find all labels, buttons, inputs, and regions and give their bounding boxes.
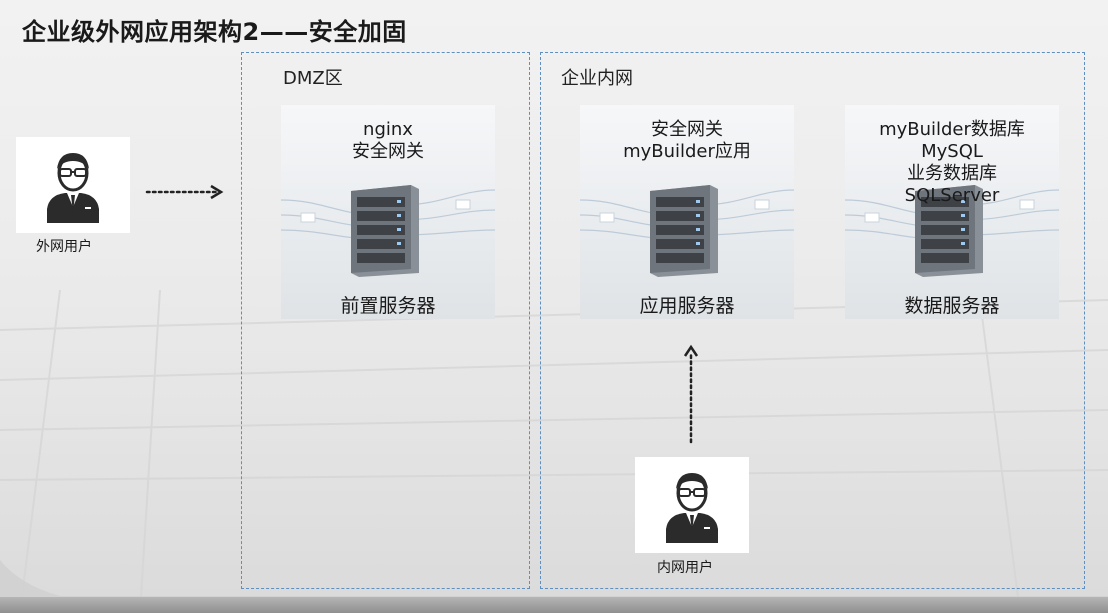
front-server-services: nginx 安全网关	[281, 119, 495, 163]
data-server-services: myBuilder数据库 MySQL 业务数据库 SQLServer	[845, 119, 1059, 207]
app-server-caption: 应用服务器	[580, 291, 794, 318]
external-access-arrow	[145, 183, 227, 201]
service-label: myBuilder应用	[580, 141, 794, 163]
external-user-card	[16, 137, 130, 233]
app-server-services: 安全网关 myBuilder应用	[580, 119, 794, 163]
internal-user-label: 内网用户	[657, 557, 713, 577]
internal-user-card	[635, 457, 749, 553]
service-label: MySQL	[845, 141, 1059, 163]
slide-title: 企业级外网应用架构2——安全加固	[22, 12, 407, 47]
dmz-zone-label: DMZ区	[283, 64, 343, 90]
service-label: 安全网关	[281, 141, 495, 163]
service-label: nginx	[281, 119, 495, 141]
service-label: SQLServer	[845, 185, 1059, 207]
front-server-caption: 前置服务器	[281, 291, 495, 318]
external-user-label: 外网用户	[36, 236, 92, 256]
service-label: 业务数据库	[845, 163, 1059, 185]
service-label: 安全网关	[580, 119, 794, 141]
data-server-caption: 数据服务器	[845, 291, 1059, 318]
businessman-icon	[662, 467, 722, 543]
slide-bottom-bar	[0, 597, 1108, 613]
data-server-card: myBuilder数据库 MySQL 业务数据库 SQLServer 数据服务器	[845, 105, 1059, 319]
front-server-card: nginx 安全网关 前置服务器	[281, 105, 495, 319]
internal-access-arrow	[682, 344, 700, 444]
service-label: myBuilder数据库	[845, 119, 1059, 141]
intranet-zone-label: 企业内网	[561, 64, 633, 90]
app-server-card: 安全网关 myBuilder应用 应用服务器	[580, 105, 794, 319]
businessman-icon	[43, 147, 103, 223]
